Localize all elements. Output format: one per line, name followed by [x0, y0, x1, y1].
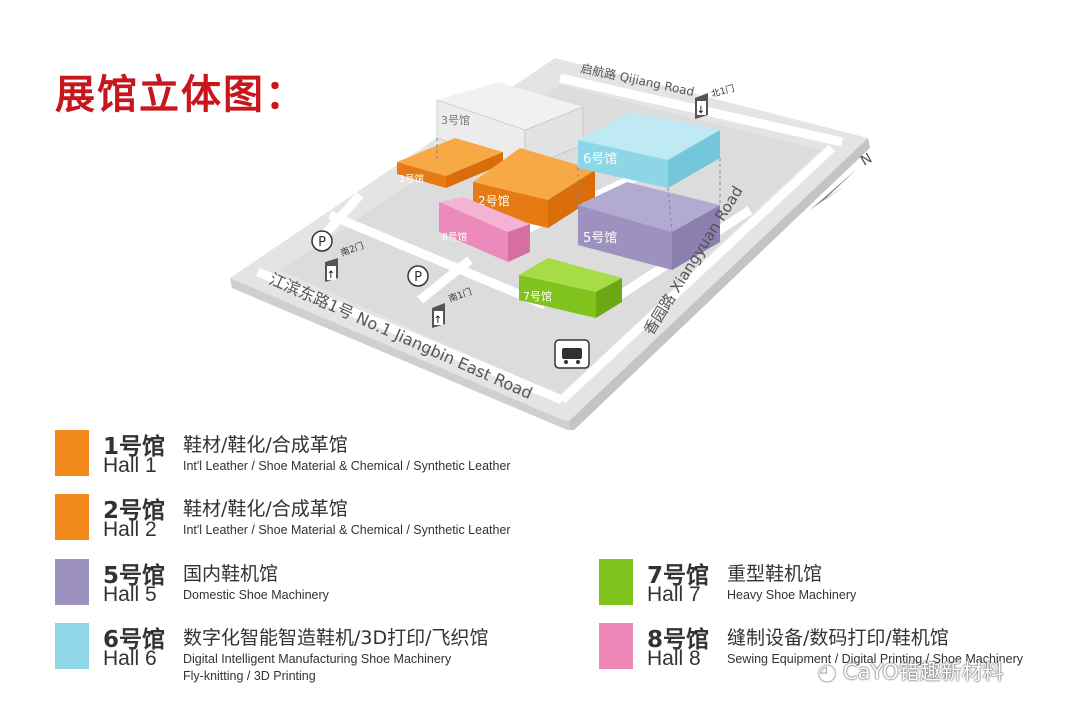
svg-text:↓: ↓	[697, 105, 705, 116]
legend-hall-6-desc-en-2: Fly-knitting / 3D Printing	[183, 669, 316, 683]
legend-hall-1-name: Hall 1	[103, 454, 157, 477]
hall-7-block[interactable]	[519, 258, 622, 318]
legend-swatch-hall-2	[55, 494, 89, 540]
gate-south-1[interactable]: ↑	[432, 303, 445, 328]
legend-hall-5-number: 5号馆	[103, 563, 166, 589]
legend-hall-1-desc-en: Int'l Leather / Shoe Material & Chemical…	[183, 459, 511, 473]
parking-icon: P	[407, 265, 429, 287]
hall-8-label: 8号馆	[442, 231, 467, 243]
legend-hall-6-desc-en: Digital Intelligent Manufacturing Shoe M…	[183, 652, 452, 666]
hall-3-label: 3号馆	[441, 113, 470, 127]
gate-north-1-label: 北1门	[710, 82, 736, 100]
bus-station-icon	[554, 339, 590, 369]
hall-2-label: 2号馆	[478, 193, 510, 208]
hall-1-block[interactable]	[397, 138, 503, 188]
legend-swatch-hall-1	[55, 430, 89, 476]
hall-8-block[interactable]	[439, 197, 530, 262]
hall-6-label: 6号馆	[583, 152, 617, 167]
legend-hall-2-desc-cn: 鞋材/鞋化/合成革馆	[183, 498, 348, 520]
legend-hall-7-desc-en: Heavy Shoe Machinery	[727, 588, 857, 602]
svg-text:↑: ↑	[327, 270, 335, 281]
gate-south-2[interactable]: ↑	[325, 258, 338, 282]
svg-text:↑: ↑	[434, 315, 442, 326]
legend-hall-6-name: Hall 6	[103, 647, 157, 670]
svg-text:P: P	[318, 235, 326, 250]
watermark: ◕ CaYO错趣新材料	[818, 656, 1004, 686]
legend-hall-1-number: 1号馆	[103, 434, 166, 460]
hall-1-label: 1号馆	[399, 173, 424, 185]
legend-hall-8-desc-cn: 缝制设备/数码打印/鞋机馆	[727, 627, 949, 649]
venue-map: 3号馆 1号馆 2号馆 8号馆 6号馆 5号馆	[230, 58, 875, 430]
legend-swatch-hall-8	[599, 623, 633, 669]
legend-hall-8-name: Hall 8	[647, 647, 701, 670]
legend-hall-8-desc-en: Sewing Equipment / Digital Printing / Sh…	[727, 652, 1023, 666]
hall-2-block[interactable]	[473, 148, 595, 228]
page-title: 展馆立体图：	[55, 72, 307, 118]
legend-swatch-hall-5	[55, 559, 89, 605]
legend-hall-7-name: Hall 7	[647, 583, 701, 606]
legend-hall-8-number: 8号馆	[647, 627, 710, 653]
legend-hall-2-name: Hall 2	[103, 518, 157, 541]
hall-6-block[interactable]	[578, 112, 720, 188]
legend-hall-5-name: Hall 5	[103, 583, 157, 606]
legend-hall-7-number: 7号馆	[647, 563, 710, 589]
wechat-icon: ◕	[818, 660, 837, 684]
legend-hall-5-desc-cn: 国内鞋机馆	[183, 563, 279, 585]
legend-swatch-hall-7	[599, 559, 633, 605]
legend-hall-2-number: 2号馆	[103, 498, 166, 524]
legend-hall-5-desc-en: Domestic Shoe Machinery	[183, 588, 329, 602]
svg-text:P: P	[414, 270, 422, 285]
legend-hall-7-desc-cn: 重型鞋机馆	[727, 563, 823, 585]
hall-5-block[interactable]	[578, 182, 720, 270]
parking-icon: P	[311, 230, 333, 252]
north-label: N	[858, 150, 875, 169]
gate-north-1[interactable]: ↓	[695, 93, 708, 119]
legend-hall-1-desc-cn: 鞋材/鞋化/合成革馆	[183, 434, 348, 456]
legend-hall-6-number: 6号馆	[103, 627, 166, 653]
hall-5-label: 5号馆	[583, 231, 617, 246]
north-arrow-icon	[810, 168, 858, 210]
watermark-text: CaYO错趣新材料	[843, 660, 1004, 684]
legend-swatch-hall-6	[55, 623, 89, 669]
hall-7-label: 7号馆	[523, 289, 552, 303]
legend-hall-6-desc-cn: 数字化智能智造鞋机/3D打印/飞织馆	[183, 627, 489, 649]
legend-hall-2-desc-en: Int'l Leather / Shoe Material & Chemical…	[183, 523, 511, 537]
